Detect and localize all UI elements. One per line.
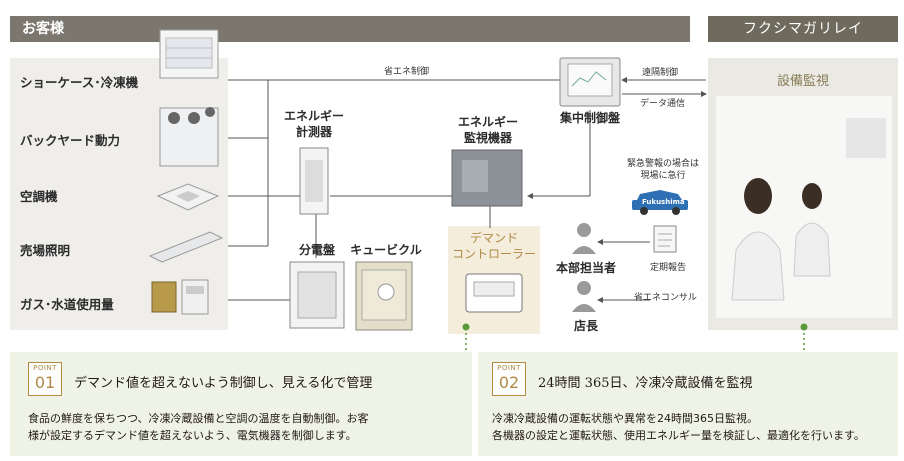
backyard-unit-icon: [159, 107, 219, 167]
energy-monitor-label: エネルギー監視機器: [457, 115, 518, 145]
cubicle-label: キュービクル: [350, 243, 422, 257]
showcase-icon: [159, 29, 219, 79]
category-aircon: 空調機: [20, 189, 58, 204]
distribution-board-label: 分電盤: [298, 243, 335, 257]
category-lighting: 売場照明: [20, 243, 71, 258]
meter-icon: [151, 279, 209, 315]
car-logo-text: Fukushima: [642, 198, 685, 206]
distribution-board-icon: [289, 261, 345, 329]
demand-controller-icon: [465, 273, 523, 313]
emergency-label: 緊急警報の場合は現場に急行: [626, 159, 699, 181]
hq-manager-icon: [572, 223, 596, 254]
customer-header: お客様: [10, 16, 690, 42]
cubicle-icon: [355, 261, 413, 331]
data-comm-label: データ通信: [640, 99, 686, 109]
report-document-icon: [653, 225, 677, 253]
air-conditioner-icon: [156, 183, 220, 211]
store-manager-icon: [572, 281, 596, 312]
central-control-icon: [559, 57, 621, 107]
central-control-label: 集中制御盤: [559, 111, 620, 125]
energy-saving-control-label: 省エネ制御: [384, 67, 430, 77]
monitoring-title: 設備監視: [776, 74, 829, 89]
lighting-icon: [148, 231, 224, 263]
point-02-description: 冷凍冷蔵設備の運転状態や異常を24時間365日監視。各機器の設定と運転状態、使用…: [492, 412, 865, 442]
point-01-description: 食品の鮮度を保ちつつ、冷凍冷蔵設備と空調の温度を自動制御。お客様が設定するデマン…: [28, 412, 369, 442]
point-02-title: 24時間 365日、冷凍冷蔵設備を監視: [538, 376, 753, 391]
energy-consult-label: 省エネコンサル: [634, 293, 697, 303]
periodic-report-label: 定期報告: [650, 263, 687, 273]
demand-controller-label: デマンドコントローラー: [451, 231, 536, 261]
point-02-box: [478, 352, 898, 456]
point2-dot: [800, 323, 808, 331]
point1-dot: [462, 323, 470, 331]
category-gas-water: ガス･水道使用量: [20, 297, 114, 312]
energy-monitor-icon: [451, 149, 523, 207]
energy-meter-icon: [299, 147, 329, 215]
hq-manager-label: 本部担当者: [555, 261, 616, 275]
service-car-icon: [632, 190, 688, 215]
connection-lines: [228, 77, 707, 303]
category-showcase: ショーケース･冷凍機: [20, 75, 139, 90]
energy-meter-label: エネルギー計測器: [283, 109, 344, 139]
category-backyard: バックヤード動力: [20, 133, 121, 148]
company-header: フクシマガリレイ: [708, 16, 898, 42]
point-01-box: [10, 352, 472, 456]
store-manager-label: 店長: [573, 319, 598, 333]
operator-photo: [716, 96, 892, 318]
point-01-title: デマンド値を超えないよう制御し、見える化で管理: [74, 376, 373, 391]
remote-control-label: 遠隔制御: [642, 68, 679, 78]
